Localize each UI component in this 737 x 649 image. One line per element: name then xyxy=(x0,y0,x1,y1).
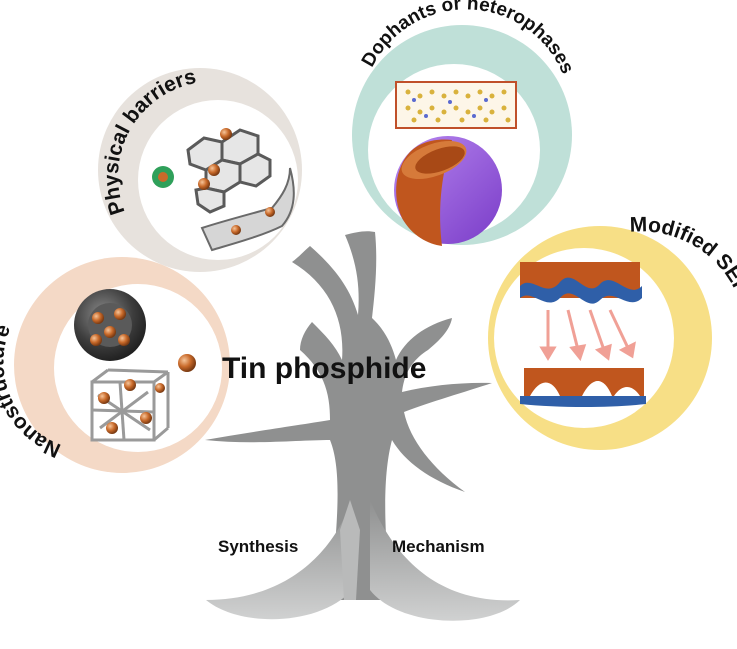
sei-top-wave xyxy=(520,277,642,304)
graphene-cage xyxy=(186,128,272,214)
nanoparticle xyxy=(124,379,136,391)
sei-bottom-film xyxy=(520,396,646,407)
tree-right-root xyxy=(370,500,520,621)
tree-trunk xyxy=(205,231,492,600)
coated-particle-core xyxy=(158,172,168,182)
bubble-nanostructure: Nanostructure xyxy=(0,257,230,473)
nanoparticle xyxy=(208,164,220,176)
nanoparticle xyxy=(114,308,126,320)
lattice-dopants xyxy=(412,98,488,118)
tree xyxy=(205,231,520,621)
nanoparticle xyxy=(98,392,110,404)
heterophase-opening-inner xyxy=(415,146,465,174)
single-nanoparticle xyxy=(178,354,196,372)
tree-inner-arrow xyxy=(340,500,360,600)
diagram-title: Tin phosphide xyxy=(222,352,426,385)
bubble-physical-barriers: Physical barriers xyxy=(98,65,302,272)
root-label-synthesis: Synthesis xyxy=(218,537,298,556)
nanoparticle xyxy=(265,207,275,217)
nanoparticle xyxy=(198,178,210,190)
sei-bottom-crests xyxy=(530,381,640,396)
nanoparticle xyxy=(90,334,102,346)
nanoparticle xyxy=(155,383,165,393)
nanoparticle xyxy=(106,422,118,434)
bubble-dophants: Dophants or heterophases xyxy=(352,0,578,246)
nanoparticle xyxy=(104,326,116,338)
nanoparticle xyxy=(118,334,130,346)
sei-arrows xyxy=(539,309,636,362)
nanoparticle xyxy=(92,312,104,324)
tree-left-root xyxy=(206,500,352,620)
nanoparticle xyxy=(140,412,152,424)
lattice-atoms xyxy=(405,89,511,123)
root-label-mechanism: Mechanism xyxy=(392,537,485,556)
nanoparticle xyxy=(220,128,232,140)
graphene-sheet xyxy=(200,167,295,252)
bubble-sei: Modified SEI layer xyxy=(488,213,737,450)
nanoparticle xyxy=(231,225,241,235)
wire-network xyxy=(90,368,170,442)
